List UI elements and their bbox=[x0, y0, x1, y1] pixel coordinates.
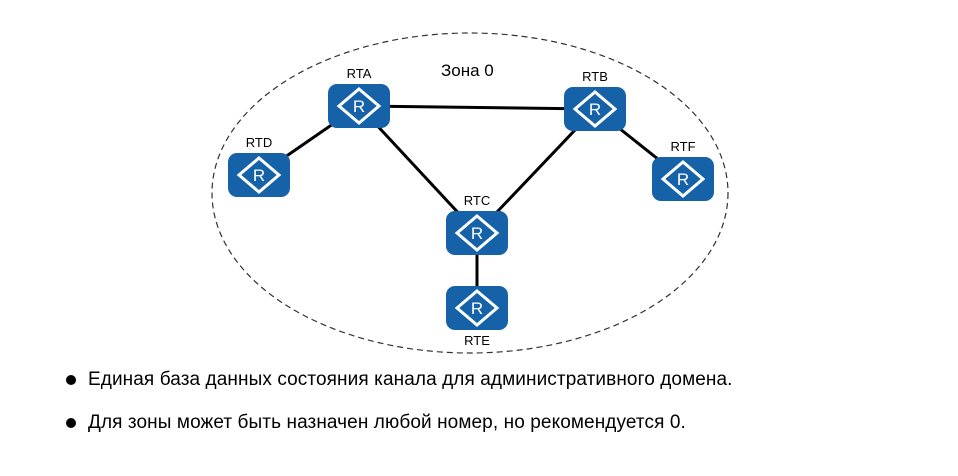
link-rta-rtb bbox=[358, 104, 596, 111]
bullet-text: Единая база данных состояния канала для … bbox=[88, 369, 733, 390]
router-diamond-icon bbox=[336, 87, 382, 125]
router-icon bbox=[446, 286, 508, 330]
zone-boundary bbox=[211, 32, 729, 354]
router-diamond-icon bbox=[236, 156, 282, 194]
router-rtd[interactable]: R RTD bbox=[228, 135, 290, 197]
router-rtf[interactable]: R RTF bbox=[652, 139, 714, 201]
router-icon bbox=[652, 157, 714, 201]
router-label: RTE bbox=[464, 333, 490, 348]
router-diamond-icon bbox=[454, 289, 500, 327]
router-label: RTF bbox=[670, 139, 695, 154]
zone-label: Зона 0 bbox=[441, 61, 494, 80]
router-rte[interactable]: R RTE bbox=[446, 286, 508, 348]
router-icon bbox=[446, 211, 508, 255]
router-icon bbox=[228, 153, 290, 197]
bullet-dot-icon bbox=[66, 375, 76, 385]
router-r-glyph-icon: R bbox=[471, 224, 483, 243]
router-rta[interactable]: R RTA bbox=[328, 66, 390, 128]
bullet-text: Для зоны может быть назначен любой номер… bbox=[88, 412, 686, 433]
router-icon bbox=[328, 84, 390, 128]
router-label: RTD bbox=[246, 135, 272, 150]
router-r-glyph-icon: R bbox=[253, 166, 265, 185]
routers: R RTA R RTB R RTC R RTD R RTE R RTF bbox=[228, 66, 714, 348]
router-diamond-icon bbox=[572, 90, 618, 128]
bullet-item: Единая база данных состояния канала для … bbox=[64, 368, 733, 391]
router-diamond-icon bbox=[454, 214, 500, 252]
router-label: RTB bbox=[582, 69, 608, 84]
router-r-glyph-icon: R bbox=[353, 97, 365, 116]
router-r-glyph-icon: R bbox=[589, 100, 601, 119]
bullet-dot-icon bbox=[66, 418, 76, 428]
router-r-glyph-icon: R bbox=[677, 170, 689, 189]
router-label: RTA bbox=[347, 66, 372, 81]
router-diamond-icon bbox=[660, 160, 706, 198]
router-label: RTC bbox=[464, 193, 490, 208]
router-rtc[interactable]: R RTC bbox=[446, 193, 508, 255]
router-icon bbox=[564, 87, 626, 131]
ospf-area-diagram: Зона 0 R RTA R RTB R RTC R RTD R RTE R RTF bbox=[211, 32, 729, 354]
router-rtb[interactable]: R RTB bbox=[564, 69, 626, 131]
router-r-glyph-icon: R bbox=[471, 299, 483, 318]
bullet-list: Единая база данных состояния канала для … bbox=[64, 368, 733, 454]
bullet-item: Для зоны может быть назначен любой номер… bbox=[64, 411, 733, 434]
